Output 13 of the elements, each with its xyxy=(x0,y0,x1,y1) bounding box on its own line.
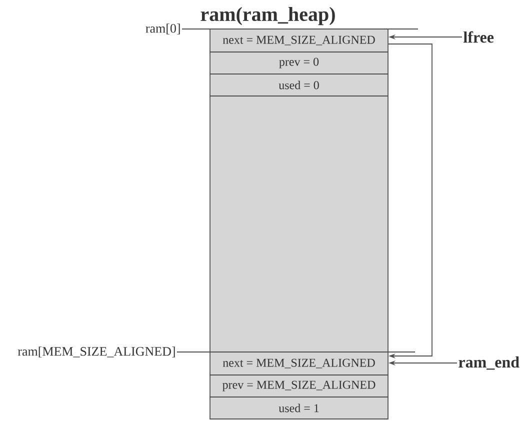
address-label: ram[MEM_SIZE_ALIGNED] xyxy=(18,346,175,358)
memory-row: next = MEM_SIZE_ALIGNED xyxy=(210,352,388,376)
memory-row: used = 0 xyxy=(210,74,388,96)
address-label: ram[0] xyxy=(146,24,180,34)
memory-row: next = MEM_SIZE_ALIGNED xyxy=(210,28,388,52)
title: ram(ram_heap) xyxy=(200,6,335,26)
pointer-label: lfree xyxy=(464,31,494,43)
leader-line xyxy=(182,28,418,30)
memory-row: prev = 0 xyxy=(210,52,388,74)
memory-row: prev = MEM_SIZE_ALIGNED xyxy=(210,374,388,398)
arrow xyxy=(388,44,432,359)
pointer-label: ram_end xyxy=(458,356,520,370)
memory-row: used = 1 xyxy=(210,396,388,420)
